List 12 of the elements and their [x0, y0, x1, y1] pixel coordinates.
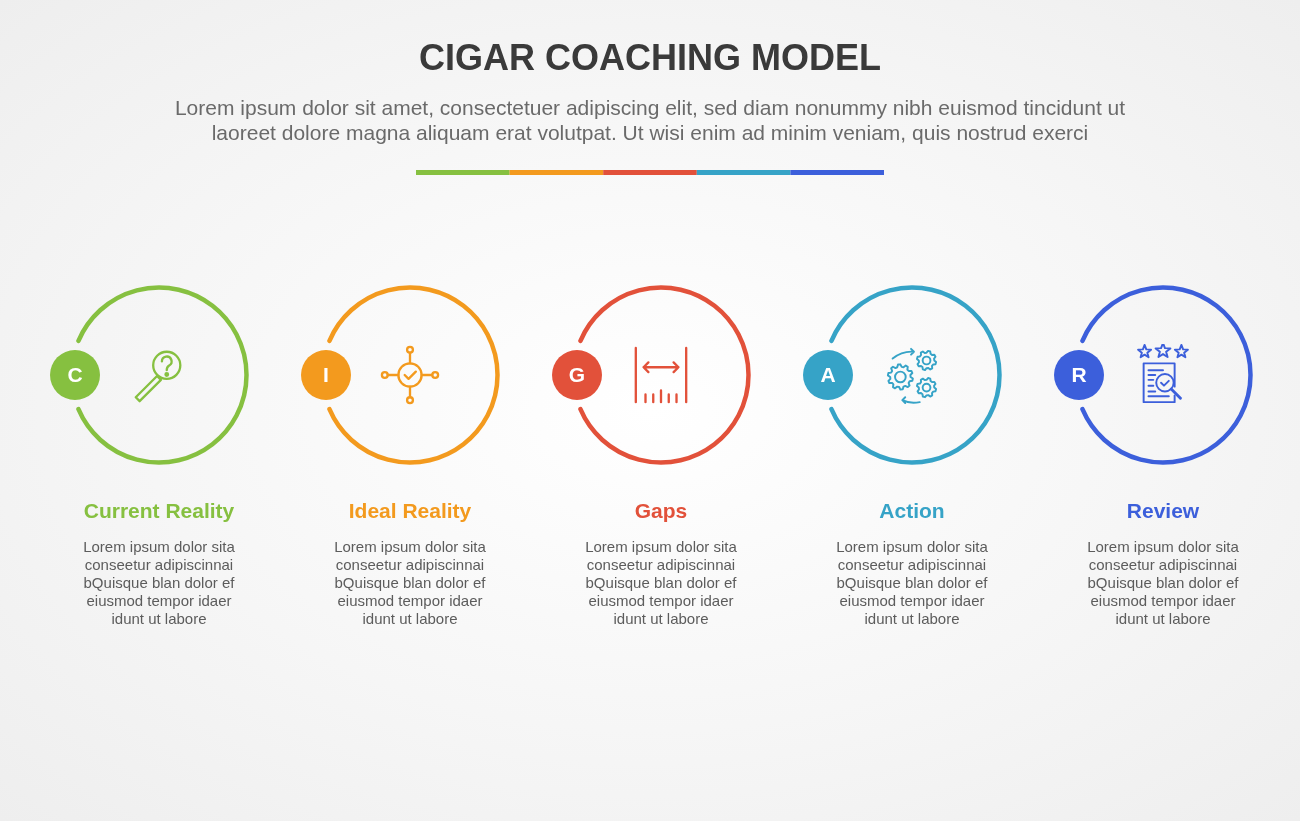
step-description: Lorem ipsum dolor sita conseetur adipiscinnai bQuisque blan dolor ef eiusmod tempor idaer idunt ut labore — [333, 538, 487, 628]
step-heading: Current Reality — [82, 498, 236, 524]
step-heading: Gaps — [633, 498, 689, 524]
step-heading: Action — [878, 498, 946, 524]
step-description: Lorem ipsum dolor sita conseetur adipiscinnai bQuisque blan dolor ef eiusmod tempor idaer idunt ut labore — [1086, 538, 1240, 628]
step-description: Lorem ipsum dolor sita conseetur adipiscinnai bQuisque blan dolor ef eiusmod tempor idaer idunt ut labore — [584, 538, 738, 628]
step-description: Lorem ipsum dolor sita conseetur adipiscinnai bQuisque blan dolor ef eiusmod tempor idaer idunt ut labore — [82, 538, 236, 628]
step-heading: Ideal Reality — [347, 498, 473, 524]
step-description: Lorem ipsum dolor sita conseetur adipiscinnai bQuisque blan dolor ef eiusmod tempor idaer idunt ut labore — [835, 538, 989, 628]
step-heading: Review — [1125, 498, 1201, 524]
subtitle-text: Lorem ipsum dolor sit amet, consectetuer adipiscing elit, sed diam nonummy nibh euismod tincidunt ut laoreet dolore magna aliquam erat volutpat. Ut wisi enim ad minim veniam, quis nostrud exerci — [173, 95, 1127, 145]
title: CIGAR COACHING MODEL — [418, 36, 882, 80]
